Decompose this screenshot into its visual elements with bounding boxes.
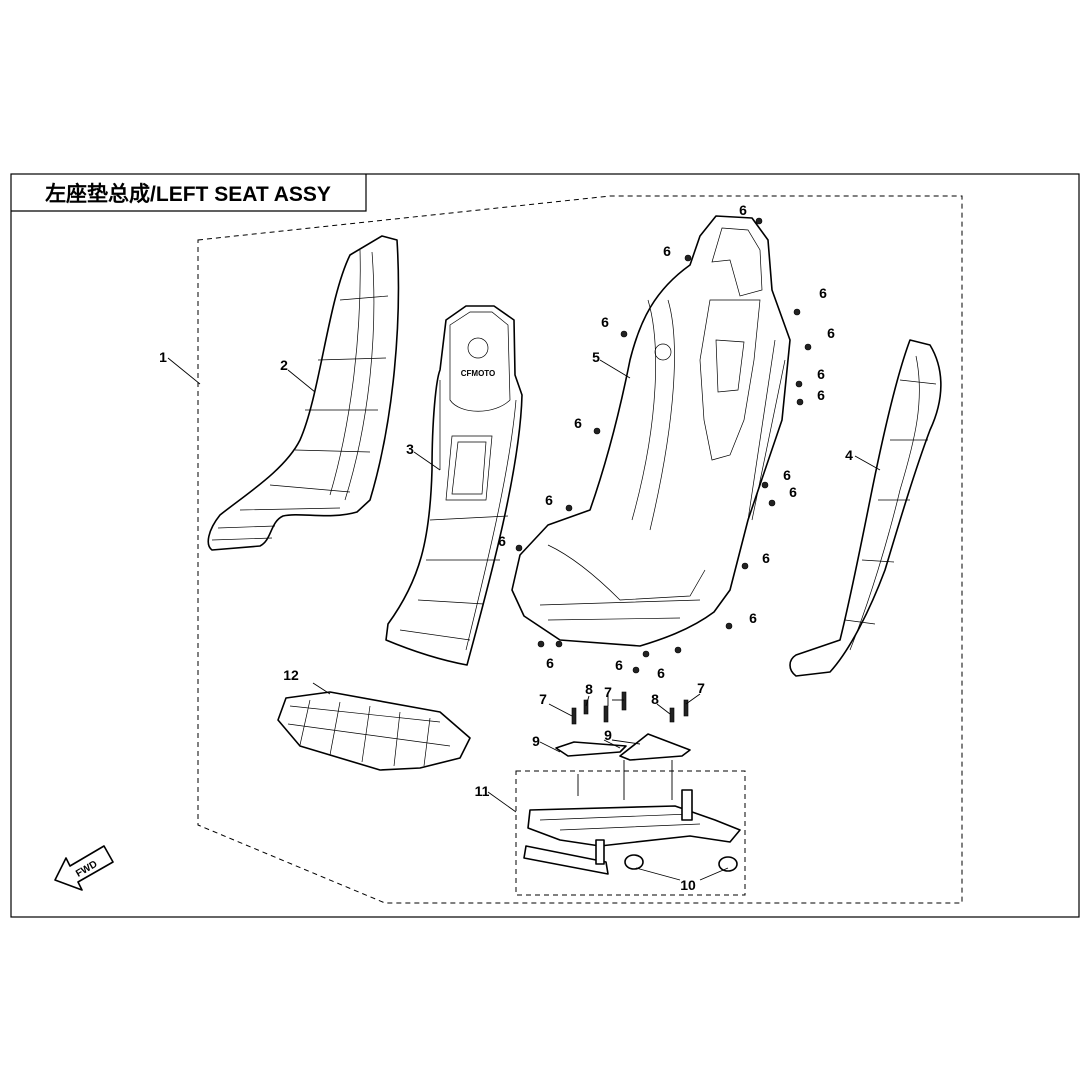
part-11-boundary (515, 770, 746, 896)
callout-8: 8 (651, 691, 659, 707)
part-4-right-bolster (789, 339, 942, 677)
callout-11: 11 (475, 783, 490, 799)
callout-4: 4 (845, 447, 853, 463)
callout-6: 6 (817, 366, 825, 382)
callout-10: 10 (680, 877, 696, 893)
part-6-screws (515, 217, 812, 674)
callout-6: 6 (739, 202, 747, 218)
callout-6: 6 (545, 492, 553, 508)
callout-7: 7 (604, 684, 612, 700)
part-11-seat-slider (523, 789, 741, 875)
callout-6: 6 (783, 467, 791, 483)
diagram-title: 左座垫总成/LEFT SEAT ASSY (45, 182, 331, 206)
fwd-arrow-icon (54, 845, 114, 891)
part-9-brackets (555, 733, 691, 761)
callout-5: 5 (592, 349, 600, 365)
callout-2: 2 (280, 357, 288, 373)
part-3-center-back: CFMOTO (385, 305, 523, 666)
part-5-seat-shell (511, 215, 791, 647)
seat-logo-text: CFMOTO (461, 369, 496, 378)
diagram-frame (10, 173, 1080, 918)
callout-7: 7 (539, 691, 547, 707)
callout-6: 6 (663, 243, 671, 259)
assembly-boundary (197, 195, 963, 904)
callout-12: 12 (283, 667, 299, 683)
leader-lines (167, 357, 881, 881)
callout-3: 3 (406, 441, 414, 457)
title-box (11, 174, 367, 212)
part-2-left-bolster (207, 235, 400, 551)
callout-labels: 1 2 3 4 5 6 6 6 6 6 6 6 6 6 6 6 6 6 6 6 … (159, 202, 853, 893)
callout-6: 6 (819, 285, 827, 301)
callout-6: 6 (657, 665, 665, 681)
callout-6: 6 (817, 387, 825, 403)
callout-6: 6 (615, 657, 623, 673)
part-12-seat-cushion (277, 691, 471, 771)
callout-7: 7 (697, 680, 705, 696)
callout-6: 6 (749, 610, 757, 626)
fwd-arrow: FWD (54, 845, 114, 891)
bolts-7-8 (571, 691, 689, 725)
callout-6: 6 (789, 484, 797, 500)
callout-6: 6 (498, 533, 506, 549)
callout-6: 6 (601, 314, 609, 330)
part-10-bushings (624, 854, 738, 872)
callout-8: 8 (585, 681, 593, 697)
callout-6: 6 (827, 325, 835, 341)
callout-6: 6 (546, 655, 554, 671)
callout-6: 6 (574, 415, 582, 431)
callout-6: 6 (762, 550, 770, 566)
callout-9: 9 (604, 727, 612, 743)
callout-1: 1 (159, 349, 167, 365)
callout-9: 9 (532, 733, 540, 749)
